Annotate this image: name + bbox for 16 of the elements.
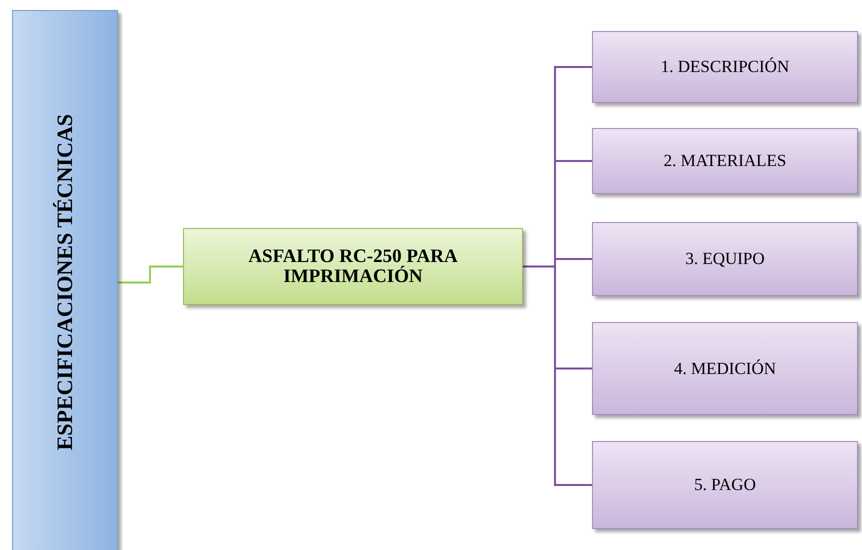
section-text: 5. PAGO	[694, 476, 756, 494]
section-box	[592, 441, 858, 529]
section-text: 1. DESCRIPCIÓN	[660, 58, 790, 76]
section-box	[592, 128, 858, 194]
section-text: 4. MEDICIÓN	[674, 360, 776, 378]
topic-text: ASFALTO RC-250 PARA IMPRIMACIÓN	[247, 246, 459, 286]
title-text: ESPECIFICACIONES TÉCNICAS	[53, 114, 77, 451]
connector-line	[118, 266, 183, 284]
section-box	[592, 31, 858, 103]
section-text: 3. EQUIPO	[685, 250, 765, 268]
connector-line	[523, 266, 592, 486]
section-box	[592, 222, 858, 296]
section-box	[592, 322, 858, 415]
title-box	[12, 10, 118, 550]
section-text: 2. MATERIALES	[664, 152, 786, 170]
topic-box	[183, 228, 523, 305]
